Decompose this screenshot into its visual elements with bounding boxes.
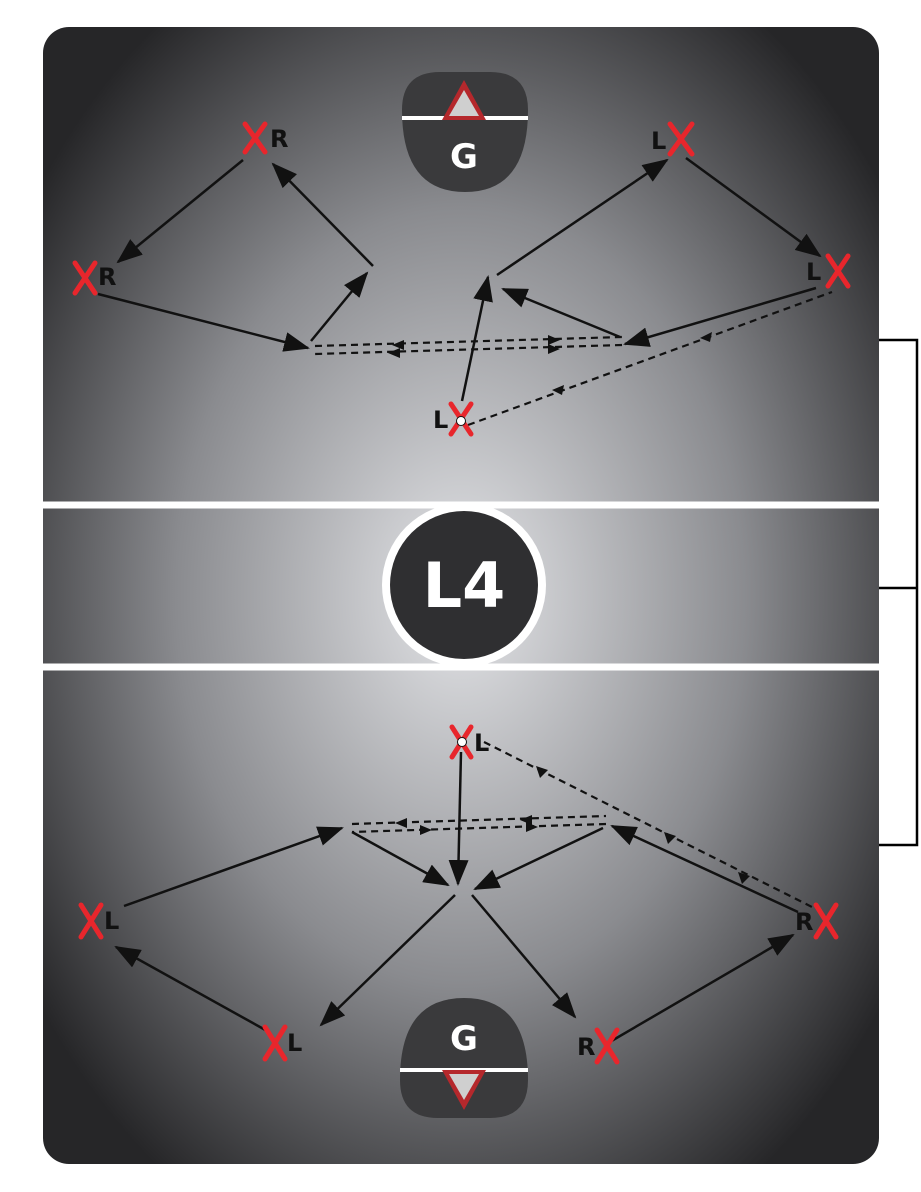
top-dashed-arrows — [314, 290, 833, 427]
player-x-icon — [72, 260, 98, 296]
player-b2: L — [78, 902, 119, 940]
player-label: R — [98, 263, 116, 291]
player-x-icon — [262, 1024, 288, 1062]
player-x-icon — [825, 253, 851, 289]
top-crease-label: G — [450, 137, 478, 177]
player-t1: R — [242, 121, 288, 155]
top-crease: G — [402, 72, 528, 192]
top-dashed-heads — [388, 332, 712, 395]
bottom-dashed-heads — [395, 766, 750, 884]
player-label: L — [806, 258, 821, 286]
player-x-icon — [813, 902, 839, 940]
side-bracket — [879, 338, 919, 847]
player-label: L — [433, 406, 448, 434]
player-t4: L — [806, 253, 851, 289]
player-x-icon — [242, 121, 268, 155]
player-label: R — [270, 125, 288, 153]
player-x-icon — [667, 121, 695, 157]
top-solid-arrows — [97, 156, 822, 402]
bottom-solid-arrows — [114, 751, 799, 1045]
player-label: L — [287, 1029, 302, 1057]
player-label: L — [474, 729, 489, 757]
center-logo: L4 — [382, 503, 546, 667]
player-b1: L — [449, 724, 489, 760]
player-label: L — [651, 127, 666, 155]
player-t3: L — [651, 121, 695, 157]
player-label: R — [577, 1033, 595, 1061]
player-t5: L — [433, 401, 474, 437]
player-x-icon — [78, 902, 104, 940]
bottom-crease-label: G — [450, 1019, 478, 1059]
ball-icon — [456, 416, 466, 426]
player-label: R — [795, 908, 813, 936]
player-x-icon — [594, 1027, 620, 1065]
player-label: L — [104, 907, 119, 935]
bottom-crease: G — [400, 998, 528, 1118]
ball-icon — [457, 737, 467, 747]
player-b3: L — [262, 1024, 302, 1062]
player-b4: R — [577, 1027, 620, 1065]
player-b5: R — [795, 902, 839, 940]
logo-text: L4 — [423, 549, 506, 622]
player-t2: R — [72, 260, 116, 296]
